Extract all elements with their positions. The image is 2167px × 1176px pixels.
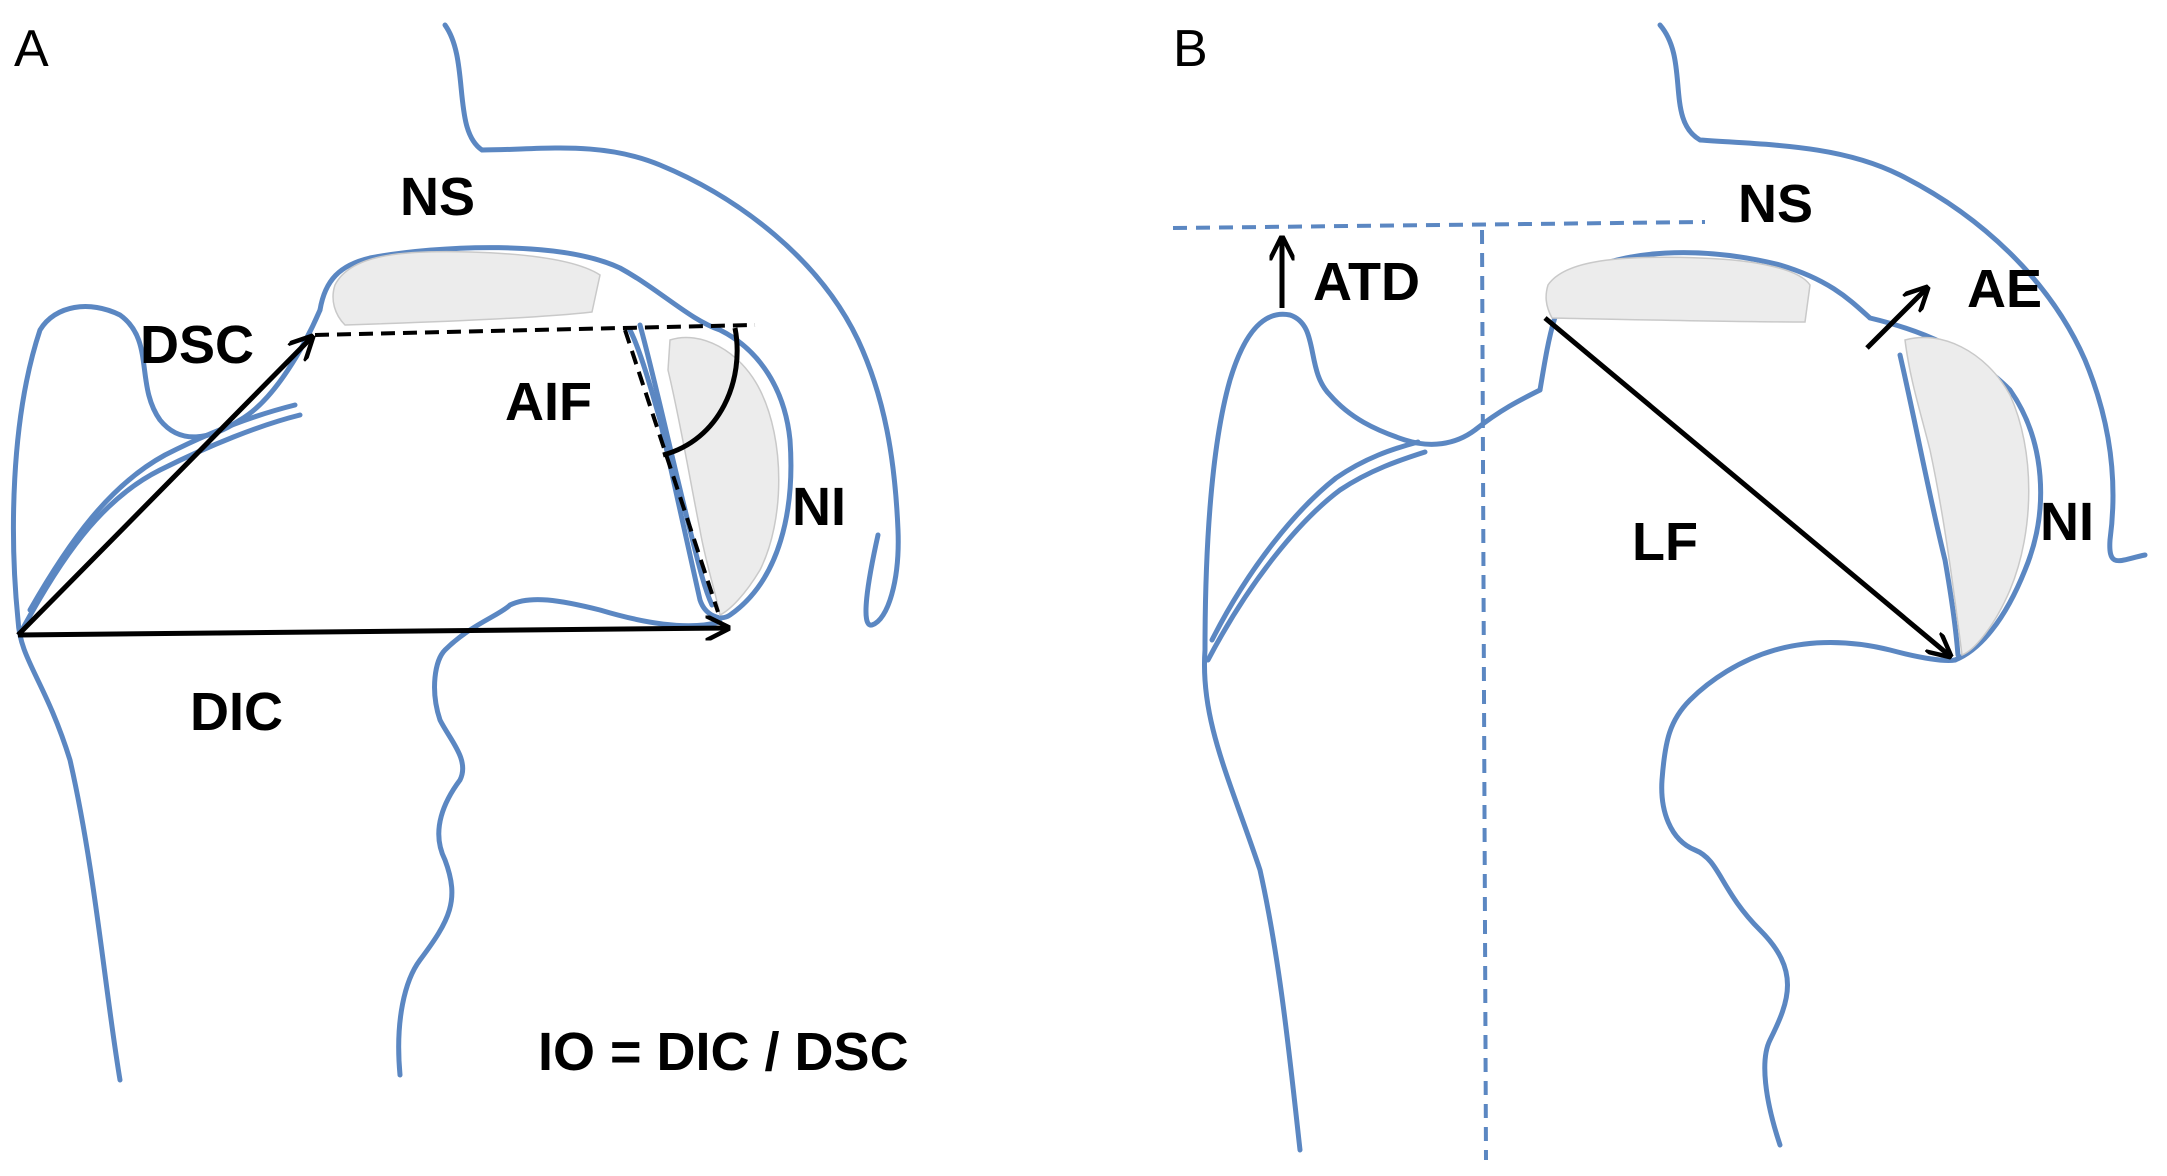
neck-line-a2 [27, 402, 298, 613]
shaft-medial-outline-a [396, 597, 723, 1078]
femoral-head-outline-a [317, 245, 794, 621]
reference-vertical-dash [1480, 229, 1488, 1161]
label-aif: AIF [505, 372, 592, 432]
label-dsc: DSC [140, 315, 254, 375]
formula-io: IO = DIC / DSC [538, 1022, 909, 1082]
cartilage-superior-a [332, 250, 601, 326]
label-ni-a: NI [792, 477, 846, 537]
lf-arrow [1543, 316, 1950, 656]
label-atd: ATD [1313, 252, 1420, 312]
reference-horizontal-dash [1172, 220, 1706, 230]
neck-line-b1 [1205, 449, 1428, 663]
dic-arrow [17, 628, 728, 635]
panel-a-letter: A [14, 20, 49, 78]
aif-horizontal-dash [314, 323, 756, 337]
cartilage-medial-a [667, 336, 780, 617]
neck-line-b2 [1209, 439, 1421, 643]
panel-b-letter: B [1173, 20, 1208, 78]
label-ni-b: NI [2040, 492, 2094, 552]
acetabulum-outline-b [1657, 22, 2148, 564]
label-lf: LF [1632, 512, 1698, 572]
acetabulum-outline-a [442, 22, 901, 628]
trochanter-outline-b [1201, 311, 1543, 1153]
aif-angle-arc [662, 327, 740, 458]
ae-arrow [1865, 288, 1927, 350]
shaft-medial-outline-b [1659, 640, 1958, 1148]
label-dic: DIC [190, 682, 283, 742]
cartilage-superior-b [1545, 256, 1811, 323]
neck-line-a1 [19, 412, 303, 633]
label-ns-b: NS [1738, 174, 1813, 234]
dsc-arrow [16, 337, 312, 637]
aif-oblique-dash [623, 329, 720, 613]
label-ns-a: NS [400, 167, 475, 227]
cartilage-medial-b [1904, 336, 2030, 657]
label-ae: AE [1967, 259, 2042, 319]
panel-b: B NS ATD AE NI LF [1172, 20, 2148, 1161]
panel-a: A NS DSC AIF NI DIC IO = DIC / DSC [10, 20, 909, 1083]
head-inner-line-b [1897, 352, 1961, 658]
